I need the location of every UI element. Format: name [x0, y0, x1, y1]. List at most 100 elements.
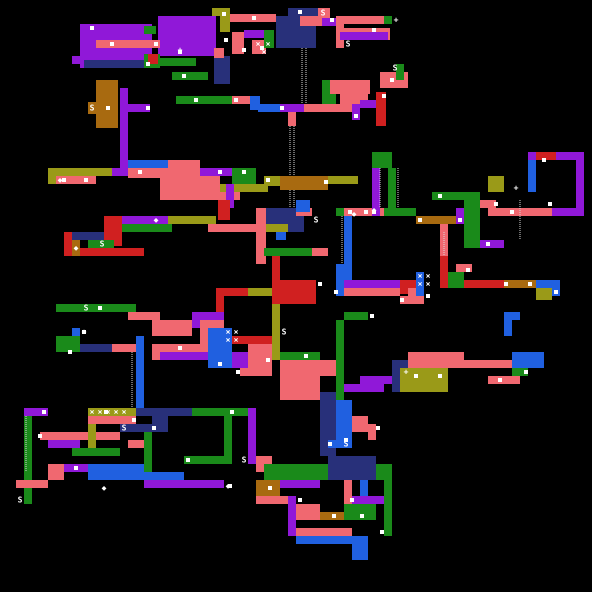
map-room-blue [552, 280, 560, 296]
door-marker [252, 16, 256, 20]
map-room-purple [120, 88, 128, 176]
map-room-olive [400, 368, 448, 392]
health-marker: + [404, 368, 409, 377]
door-marker [334, 290, 338, 294]
door-marker [222, 12, 226, 16]
door-marker [524, 370, 528, 374]
map-room-purple [104, 216, 176, 224]
map-room-green [336, 320, 344, 400]
map-room-brown [72, 240, 80, 256]
map-room-green [448, 272, 464, 288]
map-room-olive [220, 8, 230, 32]
map-room-salmon [330, 80, 370, 94]
map-room-salmon [352, 416, 368, 432]
door-marker [182, 74, 186, 78]
map-room-olive [264, 224, 288, 232]
map-room-purple [144, 480, 224, 488]
door-marker [426, 294, 430, 298]
map-room-purple [576, 152, 584, 216]
map-room-navy [120, 424, 152, 432]
map-room-purple [24, 408, 48, 416]
map-room-green [432, 192, 480, 200]
map-room-salmon [208, 224, 264, 232]
map-room-salmon [128, 312, 160, 320]
map-room-olive [212, 8, 222, 16]
map-room-green [376, 464, 392, 480]
map-room-red [440, 256, 448, 288]
door-marker [146, 62, 150, 66]
locked-door-marker: × [266, 40, 271, 49]
door-marker [152, 426, 156, 430]
door-marker [510, 210, 514, 214]
map-room-blue [258, 104, 280, 112]
map-room-salmon [232, 32, 244, 54]
map-room-red [464, 280, 504, 288]
map-room-navy [80, 344, 136, 352]
locked-door-marker: × [418, 280, 423, 289]
item-marker: ◆ [226, 482, 231, 491]
door-marker [224, 38, 228, 42]
map-room-salmon [256, 496, 288, 504]
health-marker: + [394, 16, 399, 25]
map-room-salmon [368, 424, 376, 440]
map-room-olive [88, 408, 96, 456]
door-marker [390, 78, 394, 82]
save-point-marker: S [90, 104, 95, 113]
door-marker [242, 170, 246, 174]
room-purple-hall [158, 16, 216, 56]
health-marker: + [178, 46, 183, 55]
map-room-red [80, 248, 144, 256]
map-room-green [264, 30, 274, 48]
door-marker [332, 514, 336, 518]
save-point-marker: S [282, 328, 287, 337]
door-marker [400, 298, 404, 302]
item-marker: ◆ [102, 484, 107, 493]
map-room-salmon [128, 168, 168, 178]
map-room-green [224, 408, 232, 464]
map-room-green [388, 168, 396, 216]
map-room-olive [56, 168, 120, 176]
map-room-purple [352, 496, 384, 504]
locked-door-marker: × [418, 272, 423, 281]
room-red-chamber [276, 280, 316, 304]
map-room-salmon [480, 200, 496, 208]
door-marker [218, 170, 222, 174]
map-room-purple [552, 208, 584, 216]
map-room-green [144, 26, 156, 34]
door-marker [132, 418, 136, 422]
door-marker [318, 282, 322, 286]
door-marker [494, 202, 498, 206]
map-room-purple [160, 352, 208, 360]
door-marker [42, 410, 46, 414]
door-marker [260, 46, 264, 50]
map-room-green [464, 192, 480, 248]
map-room-purple [344, 384, 384, 392]
map-room-salmon [180, 192, 240, 200]
door-marker [138, 170, 142, 174]
door-marker [348, 210, 352, 214]
door-marker [266, 178, 270, 182]
door-marker [74, 466, 78, 470]
map-room-salmon [300, 16, 322, 26]
room-brown-corridor [280, 176, 328, 190]
door-marker [380, 530, 384, 534]
map-room-green [56, 304, 136, 312]
map-room-purple [344, 280, 400, 288]
door-marker [236, 370, 240, 374]
map-room-purple [372, 168, 380, 216]
door-marker [344, 438, 348, 442]
map-room-purple [72, 56, 82, 64]
save-point-marker: S [314, 216, 319, 225]
map-room-blue [276, 232, 286, 240]
map-room-salmon [232, 96, 252, 104]
map-room-salmon [318, 8, 330, 20]
map-room-purple [226, 184, 234, 208]
room-salmon-block [280, 360, 320, 400]
map-room-green [88, 240, 114, 248]
map-room-blue [136, 336, 144, 408]
door-marker [84, 178, 88, 182]
map-room-navy [72, 232, 104, 240]
door-marker [328, 442, 332, 446]
map-room-salmon [296, 504, 320, 520]
